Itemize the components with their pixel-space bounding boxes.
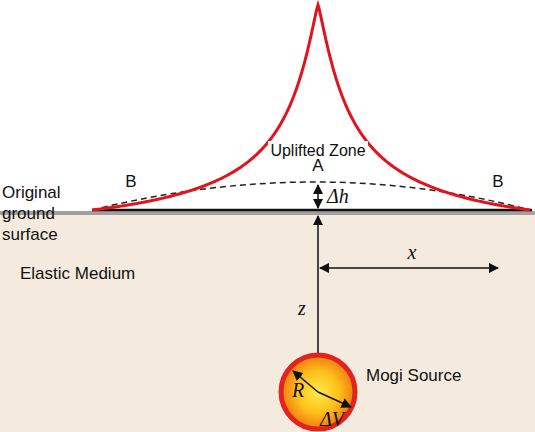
dh-arrow bbox=[317, 185, 319, 208]
source-label: Mogi Source bbox=[366, 366, 461, 386]
dv-label: ΔV bbox=[320, 409, 344, 429]
point-label: B bbox=[125, 172, 136, 192]
r-label: R bbox=[292, 380, 304, 400]
surface-label: Original ground surface bbox=[2, 182, 86, 245]
point-label: A bbox=[312, 156, 323, 176]
mogi-sphere bbox=[281, 355, 355, 429]
ground-band bbox=[0, 211, 535, 215]
dh-label: Δh bbox=[327, 186, 349, 206]
x-arrow bbox=[320, 267, 498, 269]
volume-arrow bbox=[318, 392, 351, 407]
ground-surface bbox=[92, 209, 532, 212]
medium-label: Elastic Medium bbox=[20, 264, 135, 284]
z-label: z bbox=[298, 298, 306, 318]
elastic-medium bbox=[0, 212, 535, 432]
x-label: x bbox=[408, 242, 417, 262]
point-label: B bbox=[492, 172, 503, 192]
uplift-curve bbox=[92, 5, 530, 210]
